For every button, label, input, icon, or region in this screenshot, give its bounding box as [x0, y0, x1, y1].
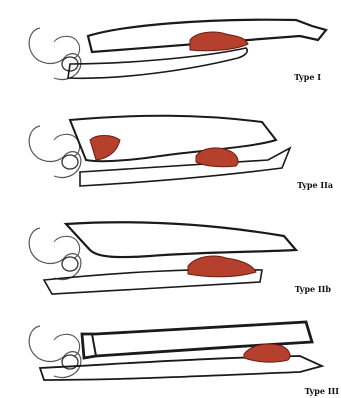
fracture-zone	[190, 32, 248, 51]
panel-type-iii	[29, 322, 322, 380]
panel-type-i	[29, 20, 326, 80]
label-type-iib: Type IIb	[295, 284, 331, 294]
label-type-iia: Type IIa	[297, 180, 333, 190]
label-type-iii: Type III	[305, 386, 339, 396]
panel-type-iia	[29, 116, 290, 186]
ulna-shaft	[66, 222, 296, 257]
fracture-zone-proximal	[90, 136, 120, 161]
label-type-i: Type I	[294, 72, 321, 82]
fracture-zone	[188, 256, 256, 277]
fracture-zone-distal	[196, 148, 238, 167]
panel-type-iib	[29, 222, 296, 294]
